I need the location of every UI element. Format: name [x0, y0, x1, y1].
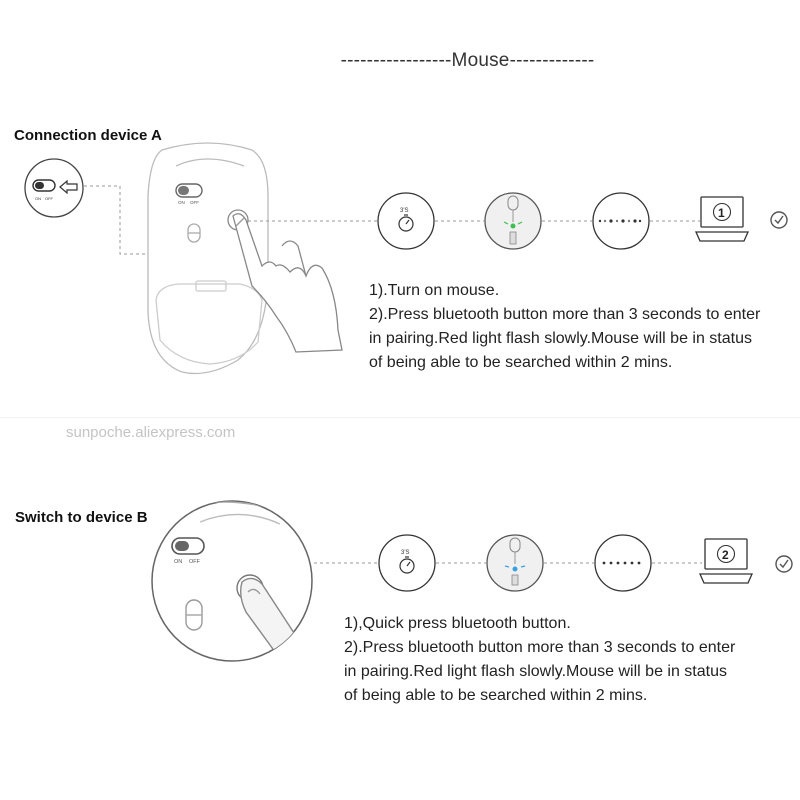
mouse-led-icon [504, 537, 526, 586]
section-b-steps: 1),Quick press bluetooth button. 2).Pres… [344, 612, 735, 708]
arrow-left-icon [59, 179, 78, 195]
hand-icon [232, 213, 343, 353]
laptop-icon: 1 [694, 196, 750, 242]
power-switch-icon: ON OFF [24, 158, 84, 218]
step-text: of being able to be searched within 2 mi… [369, 354, 673, 371]
svg-text:ON: ON [178, 200, 185, 205]
svg-text:3'S: 3'S [400, 208, 408, 214]
device-number-a: 1 [718, 206, 725, 220]
svg-text:3'S: 3'S [401, 550, 409, 556]
svg-text:OFF: OFF [189, 559, 201, 565]
section-a-label: Connection device A [14, 127, 162, 144]
section-divider [0, 417, 800, 418]
step-text: 2).Press bluetooth button more than 3 se… [344, 639, 736, 656]
step-text: of being able to be searched within 2 mi… [344, 687, 648, 704]
section-b-label: Switch to device B [15, 509, 148, 526]
pairing-circle-a [592, 192, 650, 250]
timer-circle-a [377, 192, 435, 250]
mouse-bottom-illustration: ON OFF [147, 142, 269, 375]
step-text: in pairing.Red light flash slowly.Mouse … [369, 330, 752, 347]
svg-text:ON: ON [35, 196, 41, 201]
stopwatch-icon: 3'S [399, 550, 415, 574]
pairing-dots-icon [602, 561, 641, 565]
checkmark-icon [770, 211, 788, 229]
watermark: sunpoche.aliexpress.com [66, 424, 236, 441]
laptop-icon: 2 [698, 538, 754, 584]
svg-text:OFF: OFF [190, 200, 199, 205]
mouse-led-icon [503, 195, 523, 245]
timer-circle-b [378, 534, 436, 592]
step-text: 1),Quick press bluetooth button. [344, 615, 571, 632]
device-number-b: 2 [722, 548, 729, 562]
section-b-illustration: ON OFF 3'S 2 [151, 500, 793, 662]
pairing-circle-b [594, 534, 652, 592]
checkmark-icon [775, 555, 793, 573]
stopwatch-icon: 3'S [398, 208, 414, 232]
svg-text:ON: ON [174, 559, 182, 565]
section-a-steps: 1).Turn on mouse. 2).Press bluetooth but… [369, 279, 760, 375]
pairing-dots-icon [598, 219, 642, 223]
svg-text:OFF: OFF [45, 196, 54, 201]
step-text: 1).Turn on mouse. [369, 282, 500, 299]
page-title: -----------------Mouse------------- [340, 50, 595, 71]
section-a-illustration: ON OFF ON OFF 3'S [24, 142, 788, 375]
step-text: 2).Press bluetooth button more than 3 se… [369, 306, 761, 323]
step-text: in pairing.Red light flash slowly.Mouse … [344, 663, 727, 680]
